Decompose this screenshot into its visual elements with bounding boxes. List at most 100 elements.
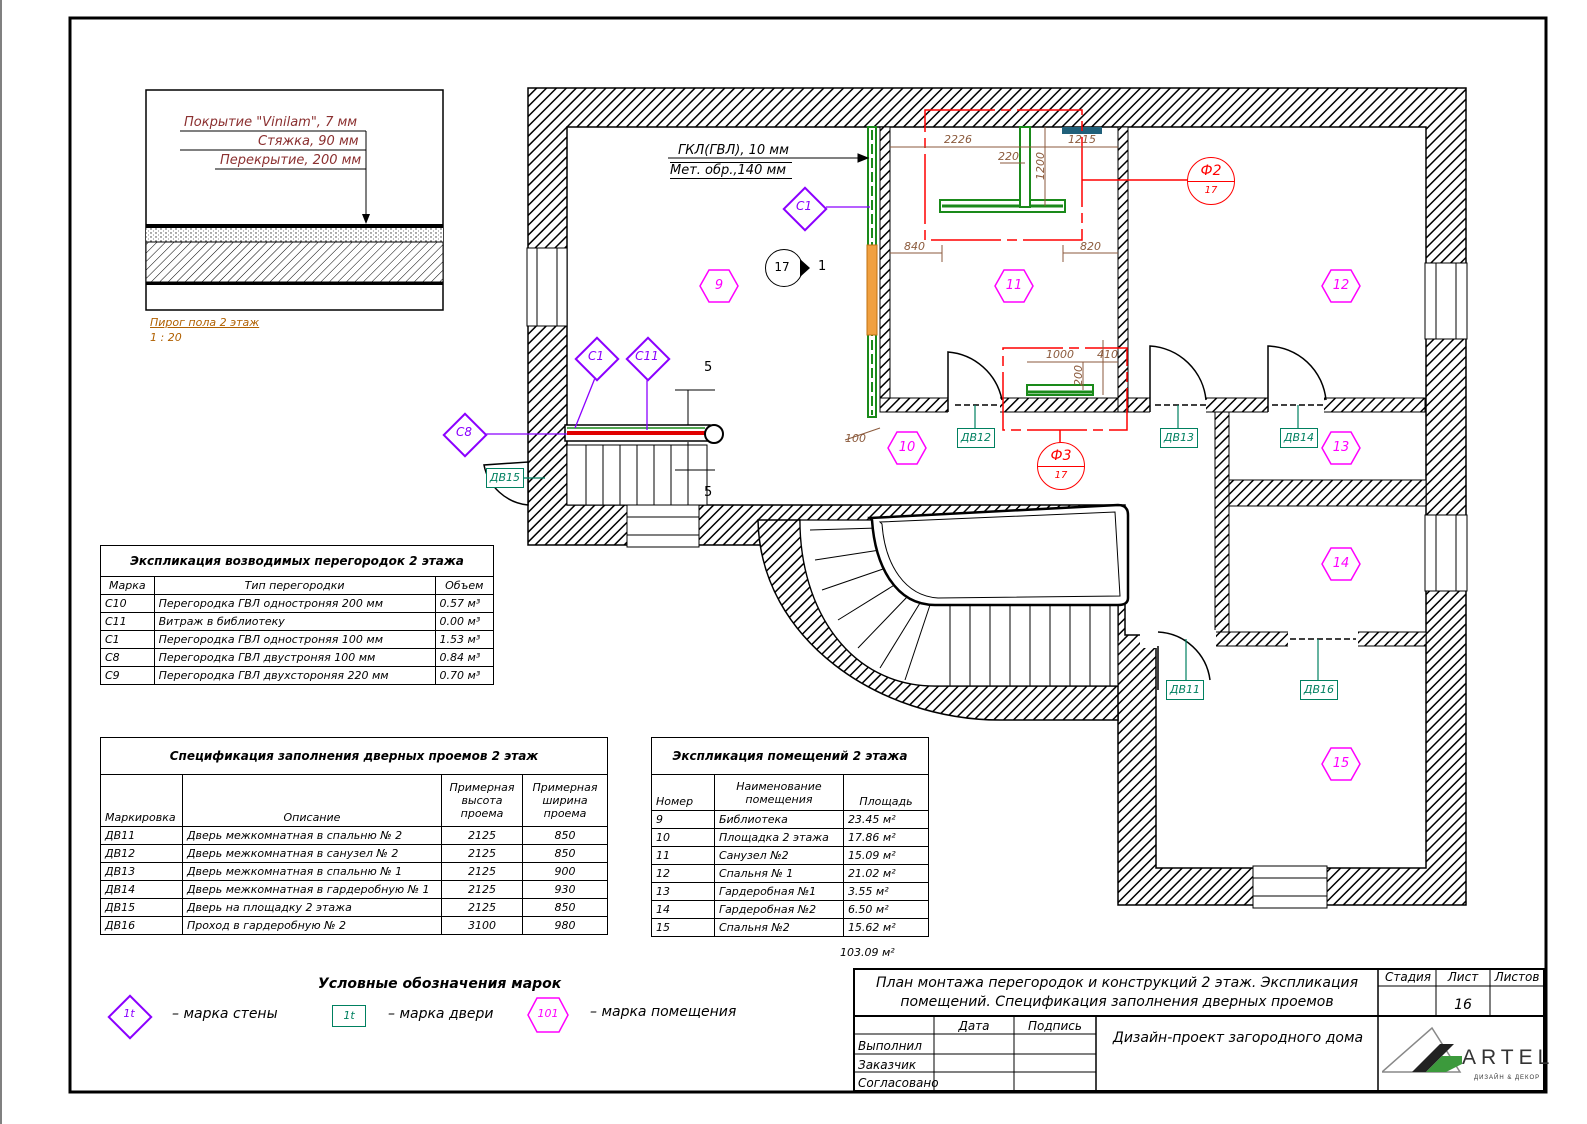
door-leaders [522, 405, 1319, 680]
door-mark-dv12[interactable]: ДВ12 [957, 428, 995, 448]
fragment-marker-f3[interactable]: Ф3 17 [1037, 442, 1085, 490]
legend-door-sample: 1t [332, 1005, 366, 1027]
table-cell: 0.57 м³ [434, 594, 495, 613]
door-mark-dv11[interactable]: ДВ11 [1166, 680, 1204, 700]
room-mark-10[interactable]: 10 [898, 440, 916, 455]
view-marker-number: 1 [818, 259, 827, 274]
table-cell: 3.55 м² [842, 882, 930, 901]
legend-room-shape [527, 997, 569, 1033]
doors-header: Описание [181, 774, 443, 827]
fragment-sheet: 17 [1204, 185, 1218, 196]
doors-header: Маркировка [100, 774, 183, 827]
wall-mark-c11[interactable]: С11 [625, 336, 671, 382]
door-mark-dv14[interactable]: ДВ14 [1280, 428, 1318, 448]
table-cell: С10 [100, 594, 155, 613]
dim-5-bottom: 5 [704, 485, 713, 500]
callout-leader [668, 153, 870, 163]
door-mark-dv16[interactable]: ДВ16 [1300, 680, 1338, 700]
table-cell: 11 [651, 846, 715, 865]
door-mark-dv15[interactable]: ДВ15 [486, 468, 524, 488]
rooms-header: Наименование помещения [713, 774, 844, 811]
wall-callout-line1: ГКЛ(ГВЛ), 10 мм [678, 143, 789, 158]
table-cell: Перегородка ГВЛ одностроняя 200 мм [153, 594, 436, 613]
table-row: 11 Санузел №2 15.09 м² [651, 846, 930, 865]
fragment-marker-f2[interactable]: Ф2 17 [1187, 157, 1235, 205]
title-block-project: Дизайн-проект загородного дома [1112, 1030, 1364, 1046]
table-cell: 2125 [441, 862, 523, 881]
table-cell: 6.50 м² [842, 900, 930, 919]
table-cell: Перегородка ГВЛ двустроняя 100 мм [153, 648, 436, 667]
partitions-table-title: Экспликация возводимых перегородок 2 эта… [100, 545, 494, 577]
dim-2226: 2226 [944, 133, 972, 146]
partitions-header: Тип перегородки [153, 576, 436, 595]
table-cell: Дверь на площадку 2 этажа [181, 898, 443, 917]
table-row: ДВ14 Дверь межкомнатная в гардеробную № … [100, 880, 608, 899]
table-cell: 900 [522, 862, 608, 881]
title-block-sheet-label: Лист [1447, 970, 1479, 984]
table-cell: 980 [522, 916, 608, 935]
wall-mark-c1[interactable]: С1 [782, 186, 828, 232]
legend-room-text: – марка помещения [590, 1004, 737, 1020]
table-cell: Санузел №2 [713, 846, 844, 865]
table-row: ДВ12 Дверь межкомнатная в санузел № 2 21… [100, 844, 608, 863]
floor-pie-layer-2: Стяжка, 90 мм [258, 134, 359, 149]
wall-callout-line2: Мет. обр.,140 мм [670, 162, 793, 179]
new-partitions [866, 126, 1102, 418]
room-mark-12[interactable]: 12 [1332, 278, 1350, 293]
table-cell: 23.45 м² [842, 810, 930, 829]
title-block-sheet-number: 16 [1454, 997, 1472, 1013]
doors-header: Примерная высота проема [441, 774, 523, 827]
straight-stair [564, 424, 724, 506]
fragment-outlines [924, 109, 1188, 442]
room-mark-15[interactable]: 15 [1332, 756, 1350, 771]
dim-5-top: 5 [704, 360, 713, 375]
room-mark-9[interactable]: 9 [714, 278, 724, 293]
legend-wall-sample-label: 1t [123, 1007, 135, 1020]
logo-text: ARTEL [1462, 1046, 1555, 1069]
table-cell: Витраж в библиотеку [153, 612, 436, 631]
table-cell: Дверь межкомнатная в спальню № 2 [181, 826, 443, 845]
title-block-date-label: Дата [958, 1019, 990, 1033]
room-mark-13[interactable]: 13 [1332, 440, 1350, 455]
table-cell: 0.84 м³ [434, 648, 495, 667]
floor-pie-detail [145, 89, 444, 311]
table-row: ДВ16 Проход в гардеробную № 2 3100 980 [100, 916, 608, 935]
room-mark-11[interactable]: 11 [1005, 278, 1023, 293]
table-cell: Перегородка ГВЛ одностроняя 100 мм [153, 630, 436, 649]
curved-stair [757, 503, 1130, 721]
table-cell: 2125 [441, 826, 523, 845]
leader-lines [486, 206, 870, 435]
room-mark-14[interactable]: 14 [1332, 556, 1350, 571]
table-row: 13 Гардеробная №1 3.55 м² [651, 882, 930, 901]
table-row: С11 Витраж в библиотеку 0.00 м³ [100, 612, 495, 631]
floor-pie-layer-1: Покрытие "Vinilam", 7 мм [184, 115, 358, 130]
view-marker[interactable]: 17 [765, 249, 810, 287]
door-mark-dv13[interactable]: ДВ13 [1160, 428, 1198, 448]
table-cell: С1 [100, 630, 155, 649]
wall-mark-label: С1 [587, 349, 604, 363]
rooms-total: 103.09 м² [840, 946, 895, 959]
table-cell: Спальня № 1 [713, 864, 844, 883]
dimension-lines [844, 127, 1118, 441]
table-cell: 850 [522, 844, 608, 863]
table-cell: Проход в гардеробную № 2 [181, 916, 443, 935]
legend-wall-text: – марка стены [172, 1006, 278, 1022]
table-cell: 850 [522, 898, 608, 917]
table-row: 9 Библиотека 23.45 м² [651, 810, 930, 829]
table-cell: 850 [522, 826, 608, 845]
wall-mark-c1-stair[interactable]: С1 [574, 336, 620, 382]
table-cell: Дверь межкомнатная в гардеробную № 1 [181, 880, 443, 899]
doors-table-title: Спецификация заполнения дверных проемов … [100, 737, 608, 775]
dim-410: 410 [1097, 348, 1118, 361]
table-cell: Спальня №2 [713, 918, 844, 937]
partitions-table: Экспликация возводимых перегородок 2 эта… [100, 545, 495, 685]
stair-dims [675, 389, 715, 475]
table-cell: 2125 [441, 880, 523, 899]
table-cell: Площадка 2 этажа [713, 828, 844, 847]
dim-1215: 1215 [1068, 133, 1096, 146]
table-cell: 14 [651, 900, 715, 919]
table-cell: 21.02 м² [842, 864, 930, 883]
wall-mark-c8[interactable]: С8 [442, 412, 488, 458]
legend-title: Условные обозначения марок [318, 976, 562, 992]
